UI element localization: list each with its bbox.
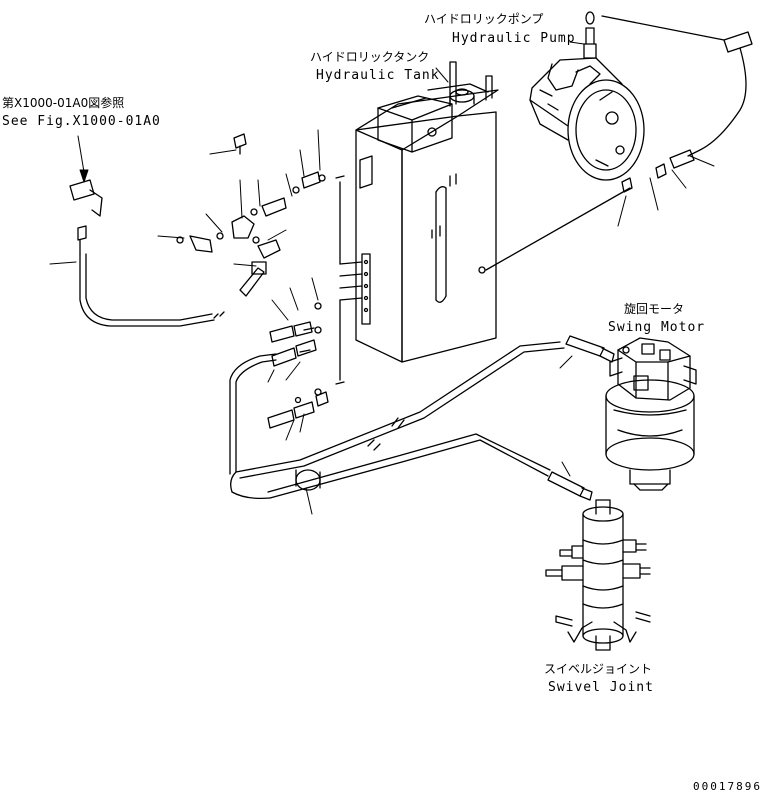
hydraulic-pump-label-jp: ハイドロリックポンプ (424, 12, 544, 26)
leader-lines (49, 41, 715, 515)
figure-number: 00017896 (693, 780, 762, 793)
swing-motor (605, 337, 697, 491)
see-fig-label-en: See Fig.X1000-01A0 (2, 114, 161, 129)
swivel-joint-label-jp: スイベルジョイント (544, 662, 653, 676)
hydraulic-tank-label-jp: ハイドロリックタンク (310, 50, 430, 64)
hoses (79, 15, 753, 501)
hydraulic-pump (529, 11, 645, 181)
swivel-joint (545, 499, 651, 651)
swing-motor-label-jp: 旋回モータ (624, 302, 685, 316)
hydraulic-tank-label-en: Hydraulic Tank (316, 68, 440, 83)
swing-motor-label-en: Swing Motor (608, 320, 706, 335)
see-fig-label-jp: 第X1000-01A0図参照 (2, 96, 125, 110)
swivel-joint-label-en: Swivel Joint (548, 680, 654, 695)
hydraulic-tank (355, 61, 499, 363)
hydraulic-pump-label-en: Hydraulic Pump (452, 31, 576, 46)
fittings (69, 133, 329, 429)
